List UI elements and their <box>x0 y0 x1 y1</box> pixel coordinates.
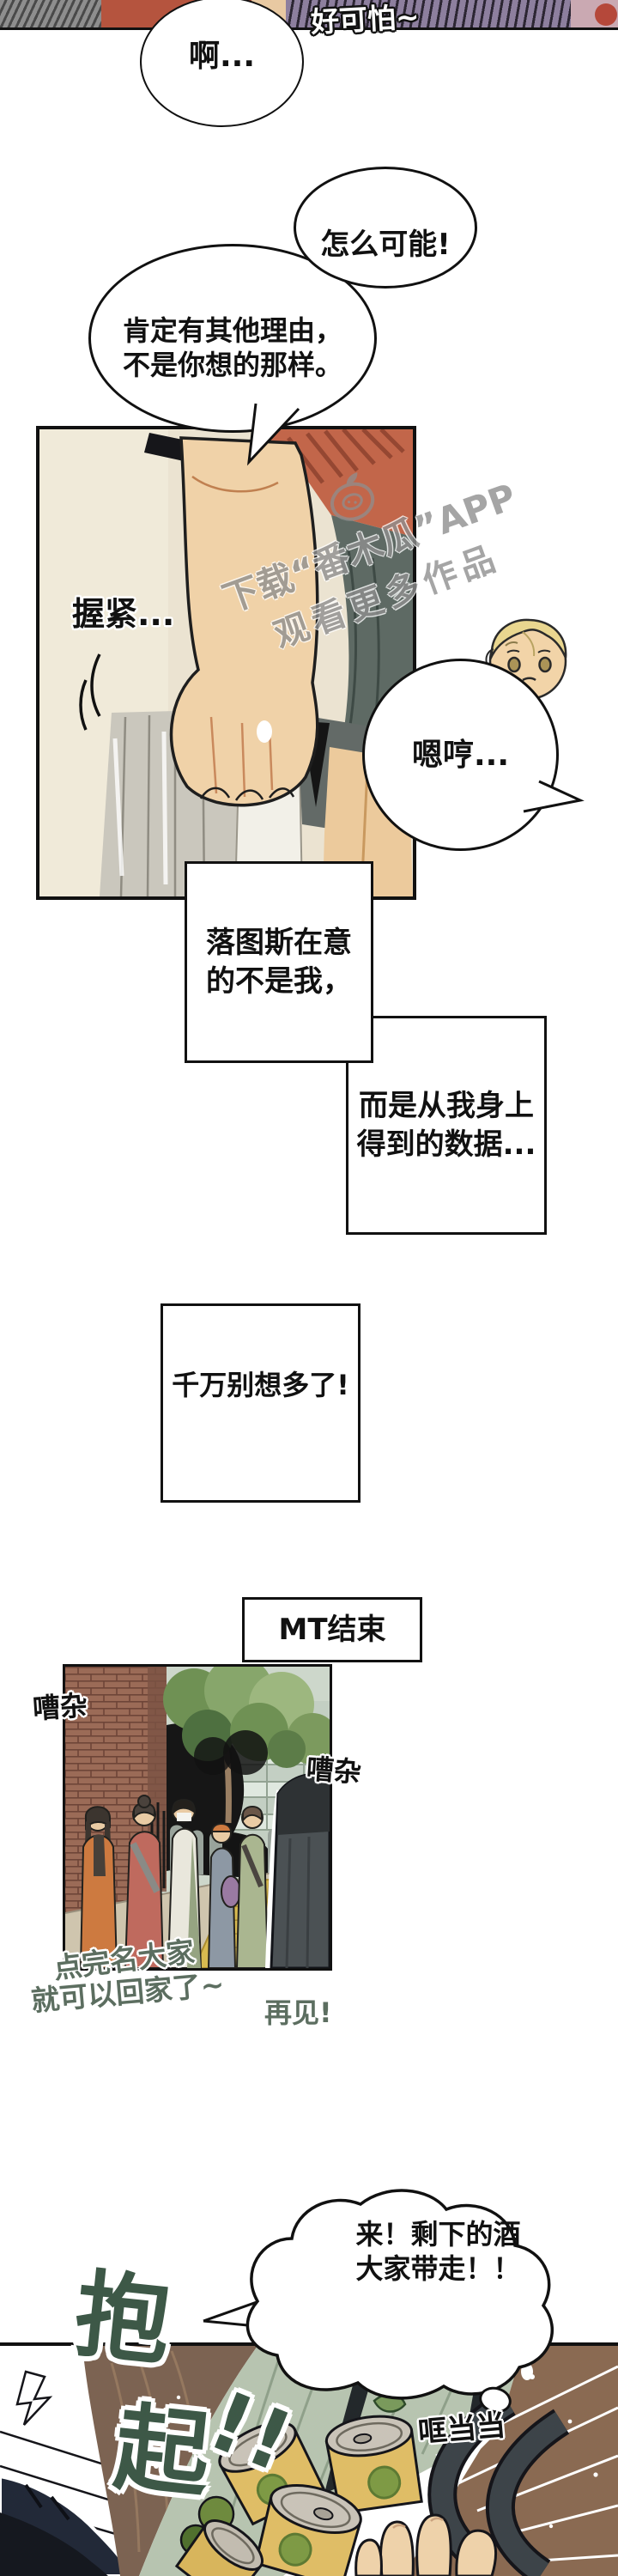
cloud-line1: 来！剩下的酒 <box>355 2218 521 2251</box>
bubble-ah-text: 啊... <box>188 38 256 74</box>
speech-bubble-how-could: 怎么可能! <box>294 167 477 289</box>
sfx-noise-right: 嘈杂 <box>305 1752 363 1789</box>
motion-lines <box>79 653 101 731</box>
foreground-dark-figure <box>270 1772 330 1968</box>
bubble-reason-line2: 不是你想的那样。 <box>122 349 342 381</box>
person-orange-coat <box>79 1806 118 1968</box>
speech-bubble-ah: 啊... <box>140 0 304 127</box>
mt-end-box: MT结束 <box>242 1597 422 1662</box>
shock-mark <box>15 2370 53 2426</box>
mt-end-text: MT结束 <box>278 1612 386 1647</box>
panel-street-art <box>65 1667 330 1968</box>
narration1-line1: 落图斯在意 <box>206 926 352 961</box>
crowd-foreground <box>79 1795 270 1968</box>
panel-top-strip <box>0 0 618 30</box>
wood-floor <box>82 2346 258 2576</box>
bubble-reason-line1: 肯定有其他理由， <box>122 314 342 347</box>
sfx-grip-tight: 握紧... <box>72 595 175 633</box>
narration2-line1: 而是从我身上 <box>359 1089 534 1124</box>
narration2-line2: 得到的数据... <box>356 1127 536 1162</box>
sfx-goodbye: 再见! <box>264 1996 332 2029</box>
sfx-hug-char2: 起 <box>109 2391 215 2512</box>
sfx-noise-left: 嘈杂 <box>31 1688 89 1726</box>
navy-clothing <box>0 2474 134 2576</box>
watermark: 下载“番木瓜”APP 观看更多作品 <box>169 411 586 732</box>
bubble-reason-tail <box>246 403 300 466</box>
narration3-text: 千万别想多了! <box>172 1369 349 1402</box>
narration-box-1: 落图斯在意 的不是我， <box>185 861 373 1063</box>
panel-street <box>63 1664 332 1971</box>
gripping-fist <box>169 436 319 807</box>
sfx-so-scary: 好可怕~ <box>310 0 421 39</box>
papaya-logo-icon <box>330 472 375 521</box>
bubble-hmph-tail <box>523 780 585 813</box>
person-red-top <box>124 1795 165 1968</box>
top-strip-right <box>571 0 618 27</box>
bubble-hmph-text: 嗯哼... <box>411 737 510 773</box>
reaching-hand <box>354 2513 498 2576</box>
cloud-bubble-text: 来！剩下的酒 大家带走！！ <box>316 2217 560 2286</box>
person-orange-cap <box>207 1823 241 1968</box>
sfx-clatter: 哐当当 <box>416 2408 507 2451</box>
narration-box-3: 千万别想多了! <box>161 1303 360 1503</box>
speech-bubble-hmph: 嗯哼... <box>362 659 559 851</box>
narration1-line2: 的不是我， <box>206 963 352 999</box>
top-strip-gray-hatch <box>0 0 101 27</box>
cloud-bubble <box>203 2189 554 2400</box>
blonde-hair <box>490 618 567 660</box>
top-strip-purple-hatch <box>286 0 571 27</box>
narration-box-2: 而是从我身上 得到的数据... <box>346 1016 547 1235</box>
beer-cans <box>174 2415 423 2576</box>
person-masked <box>167 1799 203 1968</box>
tree-canopy <box>163 1667 330 1775</box>
person-green-coat <box>235 1806 270 1968</box>
bubble-how-could-text: 怎么可能! <box>320 227 451 262</box>
panel-hand-grip: 握紧... <box>36 426 416 900</box>
panel-hand-grip-art <box>39 429 413 896</box>
cloud-line2: 大家带走！！ <box>355 2252 521 2285</box>
sfx-hug-char1: 抱 <box>70 2258 176 2379</box>
